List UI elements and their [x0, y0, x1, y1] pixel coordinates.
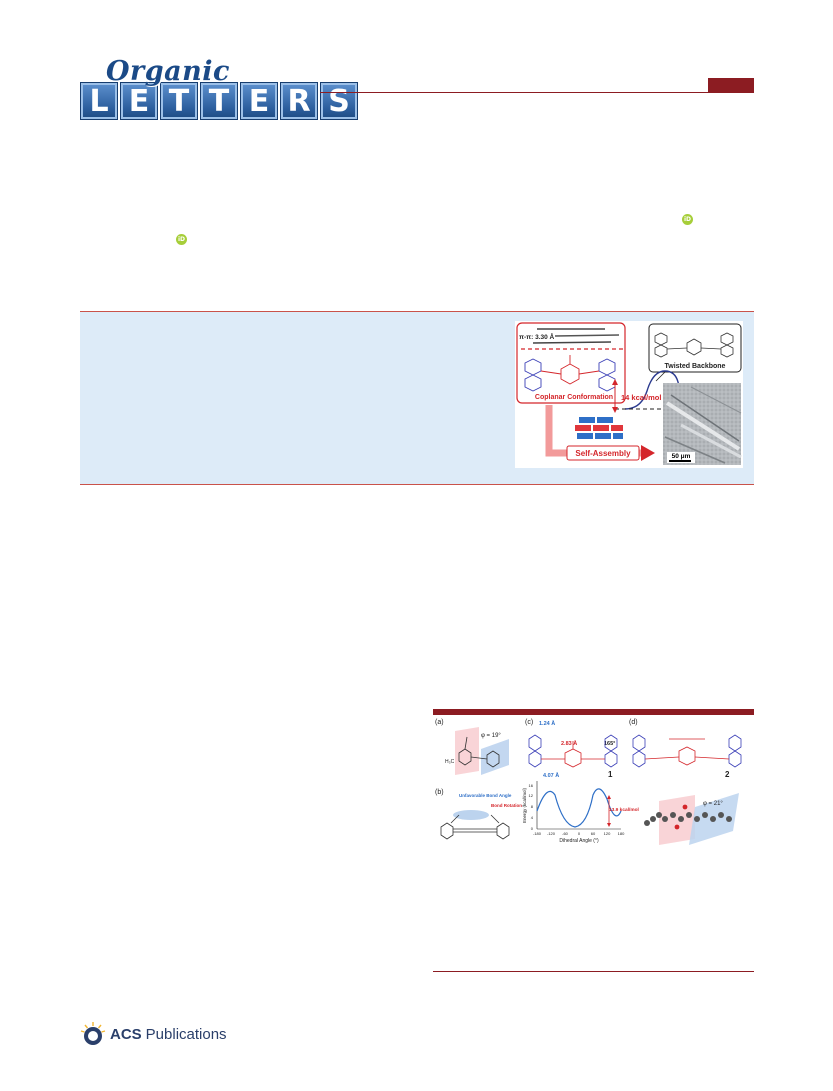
fig-dist-2: 2.83 Å [561, 740, 577, 747]
fig-bond-rotation: Bond Rotation [491, 803, 522, 808]
acs-emblem-icon [80, 1022, 106, 1045]
fig-xtick: 120 [604, 831, 611, 836]
fig-ytick: 4 [531, 815, 534, 820]
toc-svg: π-π: 3.30 Å Coplanar Conformation [516, 322, 742, 465]
toc-twisted-label: Twisted Backbone [665, 363, 726, 370]
toc-self-assembly-label: Self-Assembly [575, 449, 631, 458]
journal-logo-script: Organic [106, 56, 230, 87]
fig-xtick: -180 [533, 831, 542, 836]
fig-ytick: 12 [529, 793, 534, 798]
publisher-brand: ACS [110, 1025, 142, 1043]
toc-pi-distance: π-π: 3.30 Å [519, 332, 555, 341]
orcid-icon[interactable]: iD [176, 234, 187, 245]
fig-xtick: 60 [591, 831, 596, 836]
logo-letter: E [120, 82, 158, 120]
figure-1-svg: (a) H₃C φ = 19° (b) Unfavorable Bond Ang… [435, 719, 742, 845]
header-rule [320, 92, 754, 93]
header-corner-block [708, 78, 754, 92]
fig-xtick: -120 [547, 831, 556, 836]
fig-dist-3: 4.07 Å [543, 772, 559, 779]
publisher-name: Publications [145, 1025, 227, 1043]
fig-dist-1: 1.24 Å [539, 720, 555, 727]
fig-xtick: 0 [578, 831, 581, 836]
fig-unfavorable: Unfavorable Bond Angle [459, 793, 512, 798]
toc-coplanar-label: Coplanar Conformation [535, 394, 613, 401]
abstract-top-rule [80, 311, 754, 312]
fig-angle-a: φ = 19° [481, 733, 501, 739]
fig-compound-2: 2 [725, 770, 730, 779]
journal-logo: Organic L E T T E R S [80, 56, 358, 122]
fig-ytick: 0 [531, 826, 534, 831]
fig-compound-1: 1 [608, 770, 613, 779]
logo-letter: L [80, 82, 118, 120]
logo-letter: S [320, 82, 358, 120]
fig-panel-b: (b) [435, 789, 444, 796]
orcid-icon[interactable]: iD [682, 214, 693, 225]
figure-top-bar [433, 709, 754, 715]
fig-ylabel: Energy (kcal/mol) [522, 787, 527, 823]
twisted-molecule [654, 332, 734, 358]
energy-curve [624, 370, 680, 410]
figure-1: (a) H₃C φ = 19° (b) Unfavorable Bond Ang… [433, 715, 754, 875]
fig-barrier: 13.9 kcal/mol [609, 807, 639, 813]
svg-text:H₃C: H₃C [445, 759, 455, 765]
fig-xtick: 180 [618, 831, 625, 836]
toc-scale-bar: 50 μm [672, 453, 691, 460]
logo-letter: R [280, 82, 318, 120]
toc-energy-label: 14 kcal/mol [621, 393, 661, 402]
logo-letter: E [240, 82, 278, 120]
journal-logo-letters: L E T T E R S [80, 82, 358, 120]
fig-xtick: -60 [562, 831, 569, 836]
logo-letter: T [160, 82, 198, 120]
fig-ytick: 16 [529, 783, 534, 788]
fig-panel-c: (c) [525, 719, 533, 726]
logo-letter: T [200, 82, 238, 120]
fig-angle-d: φ = 21° [703, 801, 723, 807]
fig-ytick: 8 [531, 804, 534, 809]
abstract-bottom-rule [80, 484, 754, 485]
fig-panel-d: (d) [629, 719, 638, 726]
figure-bottom-rule [433, 971, 754, 972]
energy-plot: 13.9 kcal/mol Energy (kcal/mol) 16 12 8 … [522, 781, 639, 844]
toc-graphic: π-π: 3.30 Å Coplanar Conformation [515, 321, 743, 468]
fig-angle-c: 165° [604, 741, 615, 747]
assembly-stack [575, 417, 623, 439]
fig-panel-a: (a) [435, 719, 444, 726]
publisher-logo[interactable]: ACS Publications [80, 1020, 227, 1048]
fig-xlabel: Dihedral Angle (°) [559, 838, 599, 844]
energy-profile-line [536, 788, 622, 828]
